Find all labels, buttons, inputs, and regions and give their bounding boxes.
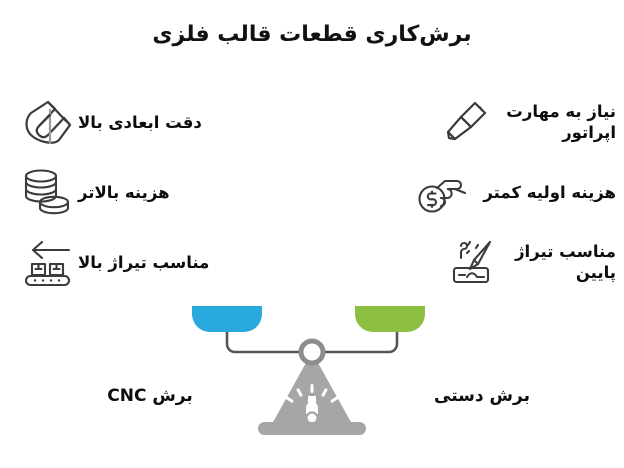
- feature-label: هزینه اولیه کمتر: [483, 182, 616, 202]
- feature-label: مناسب تیراژ بالا: [78, 252, 210, 272]
- feature-label: مناسب تیراژ پایین: [515, 242, 616, 283]
- pivot-ring: [298, 338, 326, 366]
- right-pan: [355, 306, 425, 332]
- feature-label: دقت ابعادی بالا: [78, 112, 202, 132]
- left-feature-column: دقت ابعادی بالا هزینه بالاتر: [16, 88, 302, 298]
- fulcrum-lamp-icon: [285, 384, 339, 424]
- feature-row-low-volume: مناسب تیراژ پایین: [330, 228, 616, 298]
- chisel-icon: [434, 92, 496, 154]
- feature-label: نیاز به مهارت اپراتور: [506, 102, 616, 143]
- feature-label-line2: پایین: [575, 263, 616, 282]
- conveyor-belt-icon: [16, 232, 78, 294]
- feature-label-line2: اپراتور: [562, 123, 616, 142]
- feature-label: هزینه بالاتر: [78, 182, 170, 202]
- feature-row-volume: مناسب تیراژ بالا: [16, 228, 302, 298]
- feature-row-initial-cost: هزینه اولیه کمتر: [330, 158, 616, 228]
- feature-row-operator-skill: نیاز به مهارت اپراتور: [330, 88, 616, 158]
- left-side-name: برش CNC: [107, 386, 193, 406]
- hand-coin-icon: [411, 162, 473, 224]
- feature-row-precision: دقت ابعادی بالا: [16, 88, 302, 158]
- feature-row-cost: هزینه بالاتر: [16, 158, 302, 228]
- feature-label-line1: مناسب تیراژ: [515, 242, 616, 262]
- left-pan: [192, 306, 262, 332]
- balance-scale: [0, 296, 624, 468]
- right-side-name: برش دستی: [434, 386, 530, 406]
- coins-stack-icon: [16, 162, 78, 224]
- scale-base: [258, 422, 366, 435]
- hand-cutting-icon: [443, 232, 505, 294]
- right-feature-column: نیاز به مهارت اپراتور هزینه اولیه کمتر: [330, 88, 616, 298]
- feature-label-line1: نیاز به مهارت: [506, 102, 616, 122]
- page-title: برش‌کاری قطعات قالب فلزی: [152, 22, 472, 47]
- caliper-icon: [16, 92, 78, 154]
